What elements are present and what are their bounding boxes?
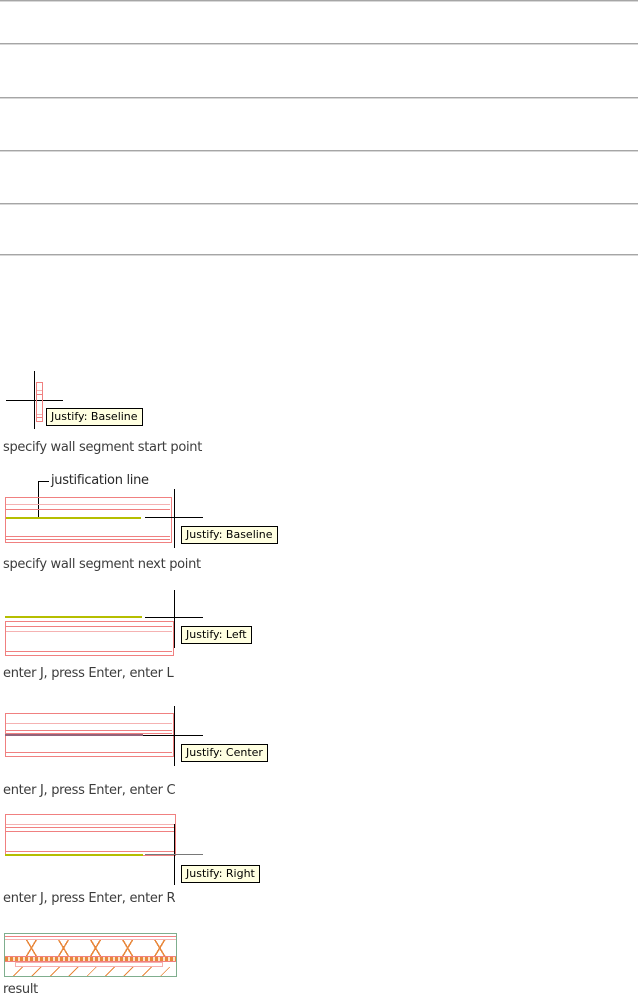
diagonal-hatch-band bbox=[5, 967, 176, 976]
crosshair-vertical-line bbox=[174, 489, 175, 548]
divider-line bbox=[0, 97, 638, 99]
divider-line bbox=[0, 43, 638, 45]
wall-component-line bbox=[6, 626, 172, 627]
crosshair-horizontal-line bbox=[143, 735, 203, 736]
wall-component-line bbox=[6, 539, 170, 540]
wall-outline bbox=[5, 814, 176, 856]
justification-line bbox=[5, 854, 143, 856]
wall-component-line bbox=[6, 651, 172, 652]
wall-outline bbox=[5, 621, 174, 656]
wall-component-line bbox=[5, 939, 176, 940]
inner-wall-rect bbox=[15, 962, 163, 967]
divider-line bbox=[0, 150, 638, 152]
wall-component-line bbox=[6, 723, 172, 724]
wall-component-line bbox=[37, 414, 42, 415]
figure-caption: specify wall segment start point bbox=[3, 440, 203, 455]
wall-component-line bbox=[5, 956, 176, 957]
wall-component-line bbox=[37, 390, 42, 391]
crosshair-horizontal-line bbox=[145, 617, 203, 618]
leader-vertical-line bbox=[38, 481, 39, 518]
figure-caption: specify wall segment next point bbox=[3, 557, 201, 572]
wall-component-line bbox=[6, 631, 172, 632]
crosshair-horizontal-line bbox=[145, 517, 203, 518]
justification-line bbox=[5, 734, 143, 736]
leader-horizontal-line bbox=[38, 481, 49, 482]
wall-component-line bbox=[6, 824, 174, 825]
figure-caption: enter J, press Enter, enter L bbox=[3, 666, 174, 681]
wall-component-line bbox=[6, 504, 170, 505]
wall-component-line bbox=[6, 509, 170, 510]
justify-tooltip: Justify: Center bbox=[181, 744, 268, 762]
dense-hatch-band bbox=[5, 957, 176, 961]
result-wall-section bbox=[4, 933, 177, 977]
wall-component-line bbox=[6, 733, 172, 734]
wall-component-line bbox=[6, 831, 174, 832]
crosshair-vertical-line bbox=[174, 590, 175, 648]
wall-component-line bbox=[6, 851, 174, 852]
justification-line bbox=[5, 616, 142, 618]
wall-component-line bbox=[6, 536, 170, 537]
divider-line bbox=[0, 203, 638, 205]
wall-component-line bbox=[5, 936, 176, 937]
divider-line bbox=[0, 254, 638, 256]
figure-caption: enter J, press Enter, enter R bbox=[3, 891, 176, 906]
figure-caption: enter J, press Enter, enter C bbox=[3, 783, 176, 798]
wall-component-line bbox=[37, 394, 42, 395]
wall-component-line bbox=[6, 752, 172, 753]
justify-tooltip: Justify: Left bbox=[181, 626, 252, 644]
divider-line bbox=[0, 0, 638, 2]
justify-tooltip: Justify: Right bbox=[181, 865, 260, 883]
crosshatch-band bbox=[5, 940, 176, 956]
justify-tooltip: Justify: Baseline bbox=[181, 526, 278, 544]
wall-component-line bbox=[6, 827, 174, 828]
wall-component-line bbox=[37, 417, 42, 418]
crosshair-vertical-line bbox=[174, 706, 175, 766]
crosshair-horizontal-line bbox=[6, 400, 63, 401]
crosshair-horizontal-line bbox=[145, 854, 203, 855]
wall-component-line bbox=[5, 961, 176, 962]
justify-tooltip: Justify: Baseline bbox=[46, 408, 143, 426]
wall-outline bbox=[5, 497, 172, 543]
justification-line bbox=[6, 517, 141, 519]
figure-caption: result bbox=[3, 982, 38, 997]
wall-component-line bbox=[6, 730, 172, 731]
wall-start-rect bbox=[36, 382, 43, 422]
justification-line-label: justification line bbox=[51, 473, 149, 488]
